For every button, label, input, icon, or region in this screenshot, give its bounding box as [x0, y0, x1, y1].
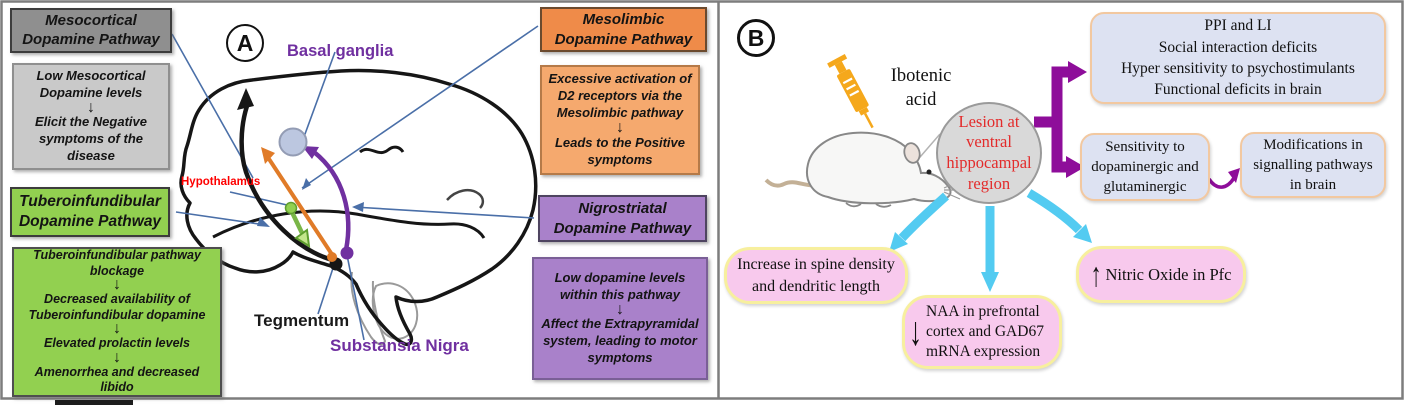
mesolimbic-title-box: Mesolimbic Dopamine Pathway	[540, 7, 707, 52]
flow-line: Amenorrhea and decreased libido	[34, 364, 200, 395]
modifications-box: Modifications in signalling pathways in …	[1240, 132, 1386, 198]
curved-arrow	[1207, 168, 1240, 189]
flow-line: Affect the Extrapyramidal system, leadin…	[541, 316, 699, 366]
flow-line: Elevated prolactin levels	[44, 336, 190, 351]
ibotenic-acid-label: Ibotenic acid	[890, 66, 952, 111]
tuberoinfundibular-title: Tuberoinfundibular Dopamine Pathway	[18, 192, 162, 230]
down-arrow-glyph: ↓	[616, 300, 624, 318]
nigrostriatal-effects-box: Low dopamine levels within this pathway …	[532, 257, 708, 380]
down-arrow-glyph: ↓	[616, 119, 624, 137]
panel-a-badge: A	[226, 24, 264, 62]
behavioral-deficits-box: PPI and LI Social interaction deficits H…	[1090, 12, 1386, 104]
flow-line: Leads to the Positive symptoms	[554, 134, 686, 167]
nigrostriatal-pathway-arrow	[302, 146, 351, 251]
flow-line: Elicit the Negative symptoms of the dise…	[35, 114, 147, 164]
mesolimbic-pathway-arrow	[261, 147, 335, 258]
hypothalamus-marker	[284, 201, 298, 215]
tegmentum-label: Tegmentum	[254, 311, 350, 330]
nitric-oxide-box: ↑ Nitric Oxide in Pfc	[1076, 246, 1246, 303]
mesocortical-title-box: Mesocortical Dopamine Pathway	[10, 8, 172, 53]
flow-line: Decreased availability of Tuberoinfundib…	[28, 292, 206, 322]
flow-line: Low Mesocortical Dopamine levels	[36, 67, 146, 100]
panel-b-label: B	[747, 24, 765, 51]
substansia-nigra-label: Substansia Nigra	[330, 336, 469, 355]
mesocortical-effects-box: Low Mesocortical Dopamine levels ↓ Elici…	[12, 63, 170, 170]
lesion-line: hippocampal	[946, 153, 1032, 172]
syringe-icon	[827, 54, 874, 129]
flow-line: Tuberoinfundibular pathway blockage	[33, 248, 201, 278]
tegmentum-marker	[329, 257, 343, 271]
connector-arrowheads	[257, 178, 364, 227]
spine-density-text: Increase in spine density and dendritic …	[737, 255, 895, 295]
spine-density-box: Increase in spine density and dendritic …	[724, 247, 908, 304]
nigrostriatal-title-box: Nigrostriatal Dopamine Pathway	[538, 195, 707, 242]
sensitivity-text: Sensitivity to dopaminergic and glutamin…	[1091, 138, 1199, 196]
lesion-circle: Lesion at ventral hippocampal region	[936, 102, 1042, 204]
lesion-line: Lesion at	[958, 111, 1020, 131]
mesocortical-title: Mesocortical Dopamine Pathway	[22, 11, 160, 48]
mesocortical-pathway-arrow	[237, 88, 337, 264]
cyan-arrows	[889, 189, 1092, 292]
increase-arrow-glyph: ↑	[1090, 254, 1102, 294]
brain-icon	[179, 68, 538, 347]
down-arrow-glyph: ↓	[113, 276, 121, 294]
modifications-text: Modifications in signalling pathways in …	[1253, 136, 1373, 194]
mesolimbic-title: Mesolimbic Dopamine Pathway	[554, 11, 693, 48]
down-arrow-glyph: ↓	[113, 320, 121, 338]
behavioral-line: Hyper sensitivity to psychostimulants	[1121, 60, 1355, 77]
rat-icon	[764, 131, 964, 208]
tuberoinfundibular-effects-box: Tuberoinfundibular pathway blockage ↓ De…	[12, 247, 222, 397]
mesolimbic-origin-marker	[327, 252, 337, 262]
basal-ganglia-marker	[278, 127, 308, 157]
nitric-oxide-text: Nitric Oxide in Pfc	[1105, 264, 1232, 284]
hypothalamus-label: Hypothalamus	[181, 176, 261, 188]
nigrostriatal-title: Nigrostriatal Dopamine Pathway	[553, 200, 692, 237]
down-arrow-glyph: ↓	[87, 98, 95, 116]
naa-box: ↓ NAA in prefrontal cortex and GAD67 mRN…	[902, 295, 1062, 369]
panel-a-label: A	[236, 29, 254, 56]
behavioral-line: PPI and LI	[1204, 17, 1272, 35]
behavioral-line: Functional deficits in brain	[1154, 81, 1322, 99]
panel-b-badge: B	[737, 19, 775, 57]
behavioral-line: Social interaction deficits	[1158, 38, 1318, 56]
flow-line: Low dopamine levels within this pathway	[554, 269, 686, 302]
tuberoinfundibular-pathway-arrow	[288, 209, 311, 248]
caption-fragment	[55, 400, 133, 405]
sensitivity-box: Sensitivity to dopaminergic and glutamin…	[1080, 133, 1210, 201]
mesolimbic-effects-box: Excessive activation of D2 receptors via…	[540, 65, 700, 175]
flow-line: Excessive activation of D2 receptors via…	[548, 71, 692, 121]
decrease-arrow-glyph: ↓	[909, 307, 922, 354]
basal-ganglia-label: Basal ganglia	[287, 42, 394, 60]
down-arrow-glyph: ↓	[113, 348, 121, 366]
substansia-nigra-marker	[340, 246, 354, 260]
lesion-line: region	[967, 173, 1011, 193]
naa-text: NAA in prefrontal cortex and GAD67 mRNA …	[926, 302, 1044, 361]
tuberoinfundibular-title-box: Tuberoinfundibular Dopamine Pathway	[10, 187, 170, 237]
lesion-line: ventral	[966, 132, 1012, 152]
